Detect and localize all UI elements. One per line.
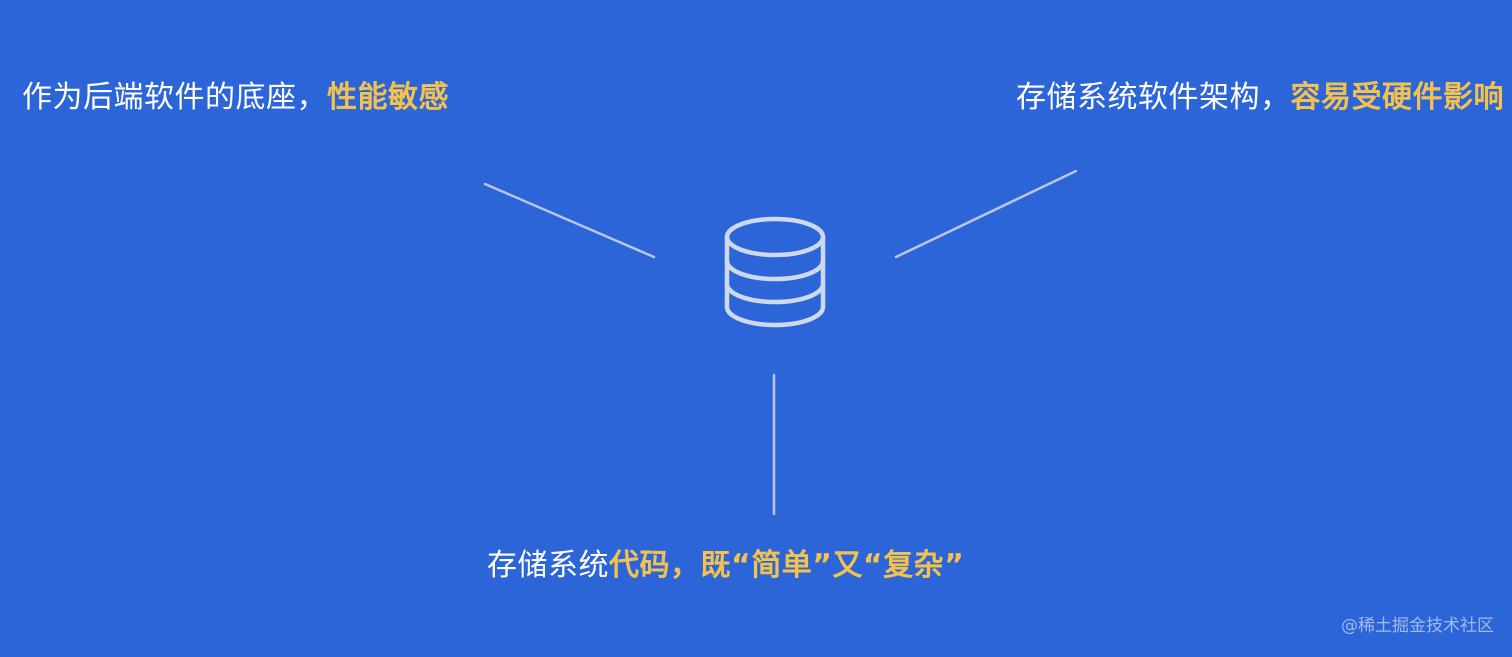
caption-performance: 作为后端软件的底座，性能敏感 bbox=[22, 78, 449, 118]
caption-code-text: 存储系统 bbox=[487, 548, 609, 583]
caption-hardware-highlight: 容易受硬件影响 bbox=[1290, 80, 1504, 115]
connector-left bbox=[483, 182, 656, 259]
caption-performance-text: 作为后端软件的底座， bbox=[22, 80, 327, 115]
watermark: @稀土掘金技术社区 bbox=[1341, 616, 1494, 636]
connector-right bbox=[894, 169, 1078, 259]
caption-code: 存储系统代码，既“简单”又“复杂” bbox=[487, 546, 964, 586]
caption-code-highlight: 代码，既“简单”又“复杂” bbox=[609, 548, 965, 583]
caption-hardware-text: 存储系统软件架构， bbox=[1016, 80, 1291, 115]
database-icon bbox=[724, 216, 826, 328]
caption-hardware: 存储系统软件架构，容易受硬件影响 bbox=[1016, 78, 1504, 118]
caption-performance-highlight: 性能敏感 bbox=[327, 80, 449, 115]
